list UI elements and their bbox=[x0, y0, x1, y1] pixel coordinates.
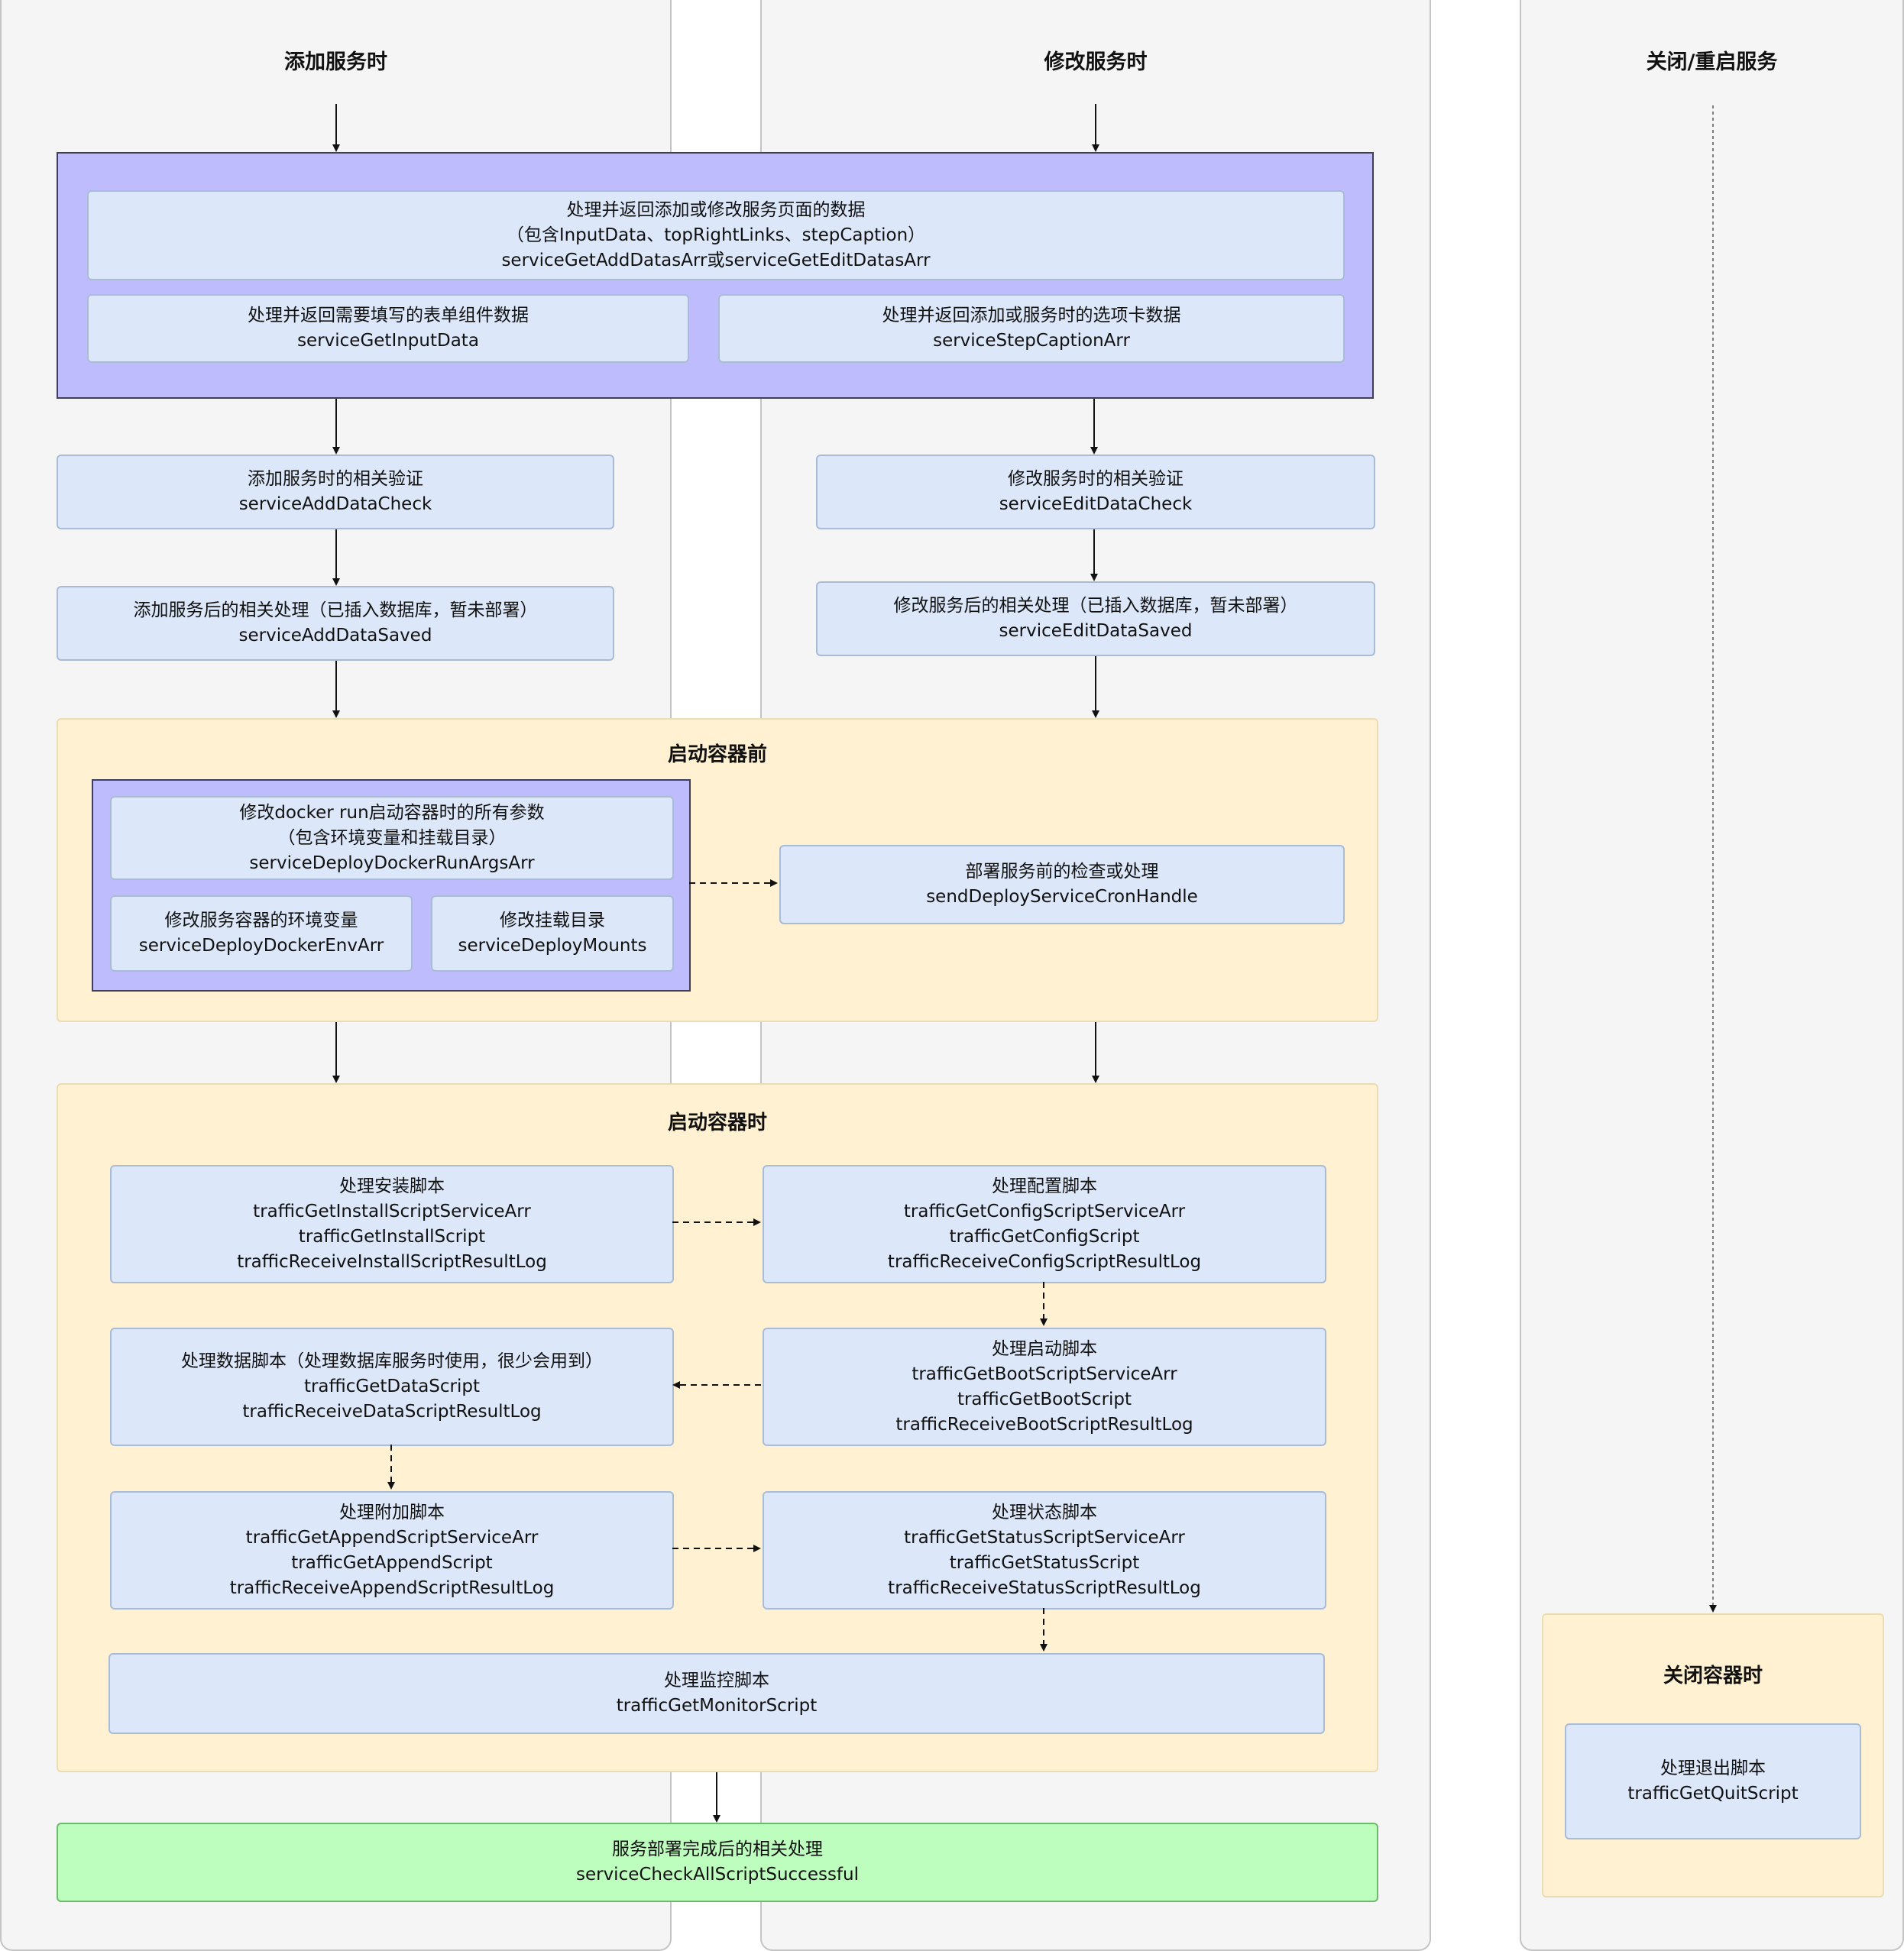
append-script-line-2: trafficGetAppendScript bbox=[291, 1552, 493, 1573]
page-data-box-title: 处理并返回添加或修改服务页面的数据 bbox=[566, 199, 866, 220]
deploy-done-box-title: 服务部署完成后的相关处理 bbox=[612, 1839, 823, 1859]
boot-script-line-3: trafficReceiveBootScriptResultLog bbox=[895, 1414, 1193, 1435]
append-script-line-3: trafficReceiveAppendScriptResultLog bbox=[229, 1577, 555, 1598]
monitor-script-title: 处理监控脚本 bbox=[664, 1671, 769, 1691]
deploy-cron-box-title: 部署服务前的检查或处理 bbox=[965, 862, 1159, 882]
add-saved-box-fn: serviceAddDataSaved bbox=[238, 626, 432, 645]
lane-title-close: 关闭/重启服务 bbox=[1646, 50, 1778, 74]
step-caption-box-fn: serviceStepCaptionArr bbox=[933, 331, 1130, 351]
docker-env-box-fn: serviceDeployDockerEnvArr bbox=[138, 936, 384, 956]
on-close-title: 关闭容器时 bbox=[1663, 1665, 1763, 1687]
lane-title-add: 添加服务时 bbox=[284, 50, 387, 74]
data-script-title: 处理数据脚本（处理数据库服务时使用，很少会用到） bbox=[181, 1351, 603, 1371]
append-script-line-1: trafficGetAppendScriptServiceArr bbox=[245, 1527, 539, 1548]
install-script-line-3: trafficReceiveInstallScriptResultLog bbox=[237, 1251, 547, 1272]
deploy-cron-box-fn: sendDeployServiceCronHandle bbox=[926, 887, 1198, 907]
status-script-title: 处理状态脚本 bbox=[992, 1502, 1097, 1522]
install-script-title: 处理安装脚本 bbox=[339, 1176, 445, 1196]
boot-script-line-2: trafficGetBootScript bbox=[957, 1389, 1132, 1409]
add-saved-box-title: 添加服务后的相关处理（已插入数据库，暂未部署） bbox=[133, 600, 538, 620]
docker-args-box-fn: serviceDeployDockerRunArgsArr bbox=[249, 853, 535, 873]
boot-script-line-1: trafficGetBootScriptServiceArr bbox=[912, 1364, 1177, 1384]
config-script-title: 处理配置脚本 bbox=[992, 1176, 1097, 1196]
append-script-box: 处理附加脚本 trafficGetAppendScriptServiceArr … bbox=[110, 1491, 674, 1610]
deploy-cron-box: 部署服务前的检查或处理 sendDeployServiceCronHandle bbox=[779, 845, 1345, 924]
edit-check-box-fn: serviceEditDataCheck bbox=[999, 494, 1193, 514]
edit-check-box-title: 修改服务时的相关验证 bbox=[1008, 469, 1184, 489]
install-script-box: 处理安装脚本 trafficGetInstallScriptServiceArr… bbox=[110, 1165, 674, 1283]
docker-args-box: 修改docker run启动容器时的所有参数 （包含环境变量和挂载目录） ser… bbox=[110, 796, 674, 880]
data-script-line-2: trafficReceiveDataScriptResultLog bbox=[242, 1402, 542, 1422]
input-data-box-title: 处理并返回需要填写的表单组件数据 bbox=[248, 306, 529, 325]
edit-saved-box-fn: serviceEditDataSaved bbox=[999, 621, 1193, 641]
config-script-line-3: trafficReceiveConfigScriptResultLog bbox=[887, 1251, 1202, 1272]
edit-saved-box-title: 修改服务后的相关处理（已插入数据库，暂未部署） bbox=[893, 596, 1298, 616]
quit-script-title: 处理退出脚本 bbox=[1660, 1758, 1766, 1778]
data-script-line-1: trafficGetDataScript bbox=[303, 1377, 481, 1396]
status-script-box: 处理状态脚本 trafficGetStatusScriptServiceArr … bbox=[763, 1491, 1326, 1610]
data-script-box: 处理数据脚本（处理数据库服务时使用，很少会用到） trafficGetDataS… bbox=[110, 1328, 674, 1446]
page-data-box: 处理并返回添加或修改服务页面的数据 （包含InputData、topRightL… bbox=[87, 190, 1345, 280]
boot-script-box: 处理启动脚本 trafficGetBootScriptServiceArr tr… bbox=[763, 1328, 1326, 1446]
docker-mounts-box-fn: serviceDeployMounts bbox=[458, 936, 647, 956]
page-data-box-fn: serviceGetAddDatasArr或serviceGetEditData… bbox=[501, 250, 931, 270]
on-close-group: 关闭容器时 处理退出脚本 trafficGetQuitScript bbox=[1542, 1613, 1884, 1898]
append-script-title: 处理附加脚本 bbox=[339, 1502, 445, 1522]
input-data-box-fn: serviceGetInputData bbox=[297, 331, 479, 351]
step-caption-box-title: 处理并返回添加或服务时的选项卡数据 bbox=[882, 306, 1181, 325]
add-check-box-fn: serviceAddDataCheck bbox=[238, 494, 432, 514]
lane-title-edit: 修改服务时 bbox=[1044, 50, 1148, 74]
docker-mounts-box-title: 修改挂载目录 bbox=[500, 911, 605, 930]
monitor-script-fn: trafficGetMonitorScript bbox=[616, 1696, 818, 1716]
edit-saved-box: 修改服务后的相关处理（已插入数据库，暂未部署） serviceEditDataS… bbox=[816, 581, 1375, 656]
before-start-group: 启动容器前 修改docker run启动容器时的所有参数 （包含环境变量和挂载目… bbox=[57, 718, 1378, 1022]
docker-mounts-box: 修改挂载目录 serviceDeployMounts bbox=[431, 895, 674, 972]
config-script-line-1: trafficGetConfigScriptServiceArr bbox=[903, 1201, 1186, 1221]
docker-args-box-title: 修改docker run启动容器时的所有参数 bbox=[239, 802, 545, 823]
docker-args-box-subtitle: （包含环境变量和挂载目录） bbox=[277, 827, 507, 848]
status-script-line-3: trafficReceiveStatusScriptResultLog bbox=[888, 1577, 1201, 1598]
page-data-group: 处理并返回添加或修改服务页面的数据 （包含InputData、topRightL… bbox=[57, 152, 1374, 399]
on-start-group: 启动容器时 处理安装脚本 trafficGetInstallScriptServ… bbox=[57, 1083, 1378, 1772]
before-start-title: 启动容器前 bbox=[667, 743, 767, 766]
boot-script-title: 处理启动脚本 bbox=[992, 1338, 1097, 1359]
status-script-line-1: trafficGetStatusScriptServiceArr bbox=[904, 1527, 1185, 1548]
deploy-done-box-fn: serviceCheckAllScriptSuccessful bbox=[575, 1865, 859, 1885]
add-saved-box: 添加服务后的相关处理（已插入数据库，暂未部署） serviceAddDataSa… bbox=[57, 586, 614, 661]
page-data-box-subtitle: （包含InputData、topRightLinks、stepCaption） bbox=[506, 225, 926, 245]
install-script-line-1: trafficGetInstallScriptServiceArr bbox=[253, 1201, 531, 1221]
step-caption-box: 处理并返回添加或服务时的选项卡数据 serviceStepCaptionArr bbox=[718, 294, 1345, 363]
docker-env-box-title: 修改服务容器的环境变量 bbox=[164, 911, 358, 930]
config-script-line-2: trafficGetConfigScript bbox=[949, 1226, 1140, 1247]
edit-check-box: 修改服务时的相关验证 serviceEditDataCheck bbox=[816, 455, 1375, 529]
monitor-script-box: 处理监控脚本 trafficGetMonitorScript bbox=[108, 1653, 1325, 1734]
input-data-box: 处理并返回需要填写的表单组件数据 serviceGetInputData bbox=[87, 294, 689, 363]
install-script-line-2: trafficGetInstallScript bbox=[298, 1226, 486, 1247]
status-script-line-2: trafficGetStatusScript bbox=[949, 1552, 1140, 1573]
docker-args-group: 修改docker run启动容器时的所有参数 （包含环境变量和挂载目录） ser… bbox=[92, 779, 691, 992]
add-check-box: 添加服务时的相关验证 serviceAddDataCheck bbox=[57, 455, 614, 529]
on-start-title: 启动容器时 bbox=[667, 1111, 767, 1134]
docker-env-box: 修改服务容器的环境变量 serviceDeployDockerEnvArr bbox=[110, 895, 413, 972]
quit-script-box: 处理退出脚本 trafficGetQuitScript bbox=[1565, 1723, 1861, 1839]
quit-script-fn: trafficGetQuitScript bbox=[1627, 1784, 1799, 1804]
config-script-box: 处理配置脚本 trafficGetConfigScriptServiceArr … bbox=[763, 1165, 1326, 1283]
add-check-box-title: 添加服务时的相关验证 bbox=[248, 469, 423, 489]
deploy-done-box: 服务部署完成后的相关处理 serviceCheckAllScriptSucces… bbox=[57, 1823, 1378, 1902]
